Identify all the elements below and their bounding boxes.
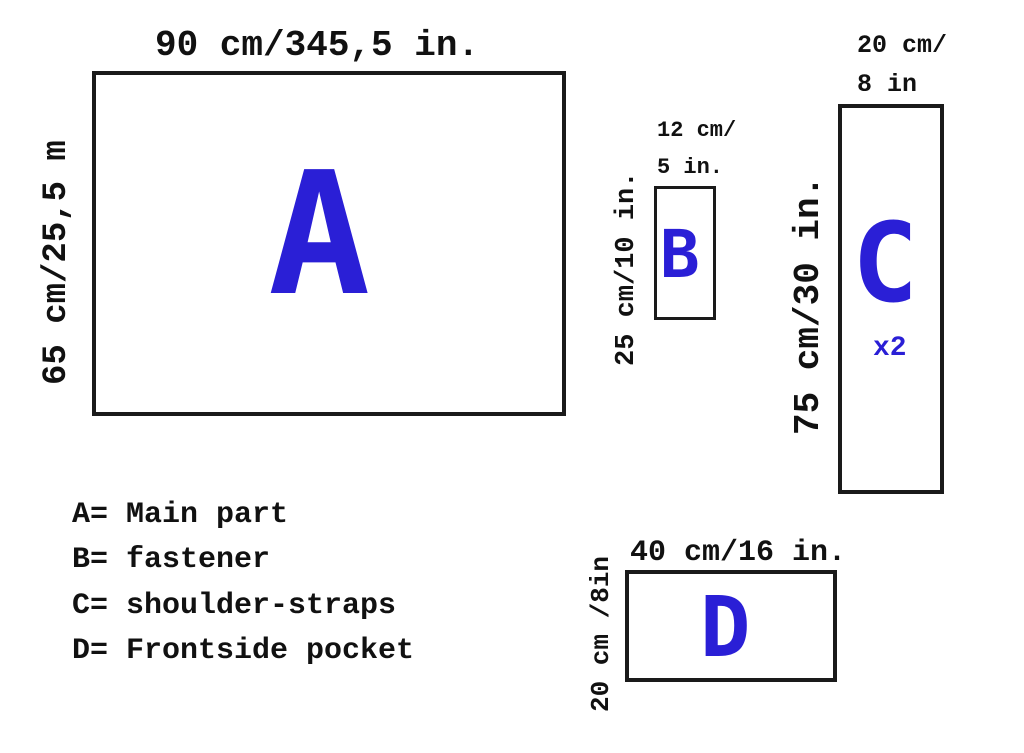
legend-item-a: A= Main part — [72, 498, 289, 532]
piece-c-height-label: 75 cm/30 in. — [788, 175, 829, 435]
piece-a-width-label: 90 cm/345,5 in. — [155, 25, 480, 66]
piece-d-width-label: 40 cm/16 in. — [630, 536, 847, 570]
piece-a-height-label: 65 cm/25,5 m — [38, 140, 76, 385]
legend-item-b: B= fastener — [72, 543, 271, 577]
piece-b-letter: B — [660, 216, 700, 293]
piece-a-letter: A — [268, 136, 371, 334]
piece-c-width-label-line2: 8 in — [857, 70, 918, 99]
legend-item-d: D= Frontside pocket — [72, 634, 415, 668]
piece-d-height-label: 20 cm /8in — [586, 555, 616, 712]
piece-b-rectangle — [654, 186, 716, 320]
piece-d-rectangle — [625, 570, 837, 682]
piece-c-multiplier: x2 — [873, 333, 907, 364]
piece-c-letter: C — [852, 199, 919, 327]
piece-d-letter: D — [700, 578, 751, 676]
piece-b-height-label: 25 cm/10 in. — [612, 171, 642, 366]
piece-c-width-label-line1: 20 cm/ — [857, 31, 948, 60]
piece-c-rectangle — [838, 104, 944, 494]
piece-b-width-label-line2: 5 in. — [657, 155, 724, 180]
piece-b-width-label-line1: 12 cm/ — [657, 118, 737, 143]
legend-item-c: C= shoulder-straps — [72, 589, 397, 623]
piece-a-rectangle — [92, 71, 566, 416]
